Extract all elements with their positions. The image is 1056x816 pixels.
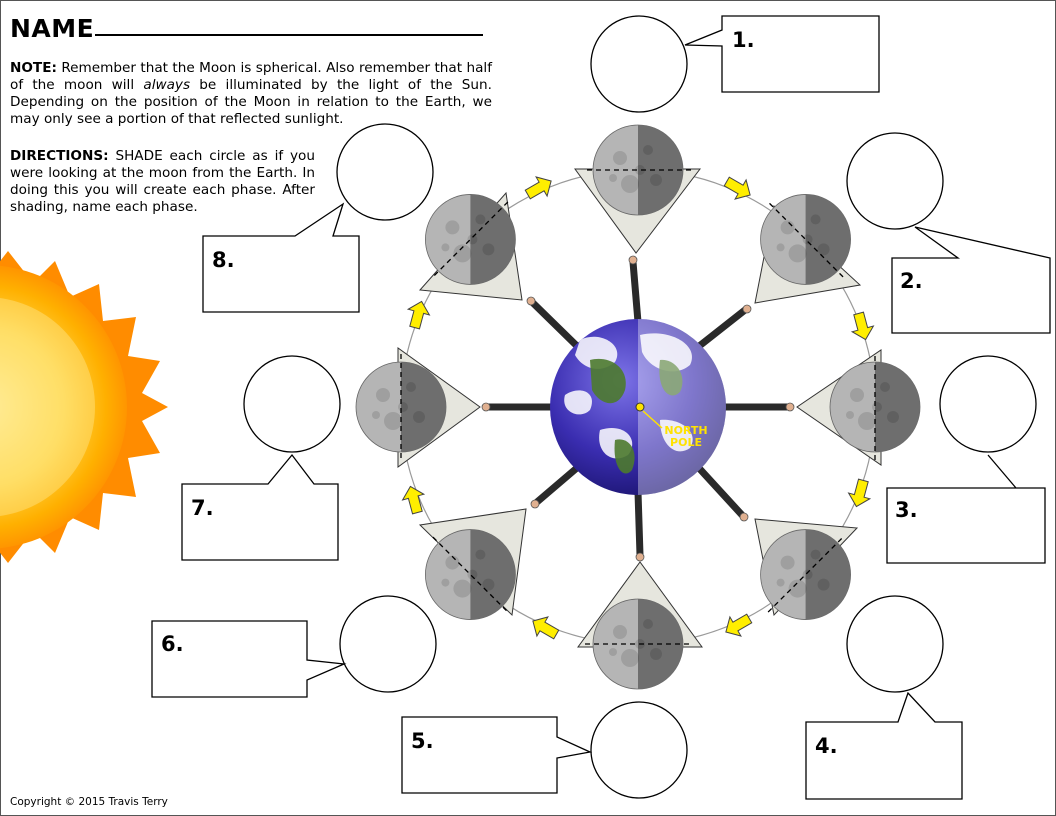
orbit-moon-7 — [355, 354, 447, 460]
answer-circle-3[interactable] — [939, 355, 1037, 453]
directions-label: DIRECTIONS: — [10, 148, 109, 164]
arrow-icon — [406, 300, 431, 330]
callout-box-1[interactable] — [684, 15, 880, 93]
north-pole-label-line2: POLE — [670, 436, 702, 449]
callout-box-3[interactable] — [886, 454, 1046, 564]
answer-circle-6[interactable] — [339, 595, 437, 693]
directions-paragraph: DIRECTIONS: SHADE each circle as if you … — [10, 148, 315, 216]
answer-circle-5[interactable] — [590, 701, 688, 799]
answer-circles — [243, 15, 1037, 799]
observers — [484, 258, 792, 559]
callout-box-8[interactable] — [202, 202, 360, 313]
callout-box-5[interactable] — [401, 716, 593, 794]
note-label: NOTE: — [10, 60, 57, 76]
sun-disk — [0, 265, 127, 549]
directions-text: SHADE each circle as if you were looking… — [10, 148, 315, 215]
orbit-moon-5 — [585, 598, 691, 690]
callout-number-4: 4. — [815, 734, 838, 758]
answer-circle-7[interactable] — [243, 355, 341, 453]
answer-circle-8[interactable] — [336, 123, 434, 221]
callout-box-4[interactable] — [805, 691, 963, 800]
orbit-moon-4 — [760, 529, 851, 620]
callout-numbers: 1. 2. 3. 4. 5. 6. 7. 8. — [161, 28, 923, 758]
callout-number-8: 8. — [212, 248, 235, 272]
callout-boxes — [151, 15, 1051, 800]
arrow-icon — [723, 176, 751, 200]
arrow-icon — [401, 485, 426, 515]
callout-number-5: 5. — [411, 729, 434, 753]
arrow-icon — [847, 478, 872, 508]
name-label: NAME — [10, 14, 95, 43]
callout-box-7[interactable] — [181, 453, 339, 561]
north-pole-label-line1: NORTH — [664, 424, 707, 437]
note-text-2: be illuminated by the light of the Sun. … — [10, 77, 492, 127]
note-emphasis: always — [143, 77, 191, 93]
orbit-moon-1 — [585, 124, 691, 216]
name-input-line[interactable] — [95, 34, 483, 36]
arrow-icon — [850, 311, 875, 341]
callout-box-6[interactable] — [151, 620, 347, 698]
callout-number-6: 6. — [161, 632, 184, 656]
arrow-icon — [725, 613, 753, 637]
orbit-moon-2 — [760, 194, 851, 285]
note-text-1: Remember that the Moon is spherical. Als… — [10, 60, 492, 93]
orbit-moon-8 — [425, 194, 516, 285]
arrow-icon — [532, 616, 560, 640]
orbit-moon-3 — [829, 354, 921, 460]
sun — [0, 251, 168, 563]
answer-circle-2[interactable] — [846, 132, 944, 230]
callout-number-7: 7. — [191, 496, 214, 520]
orbit-moons — [355, 124, 921, 690]
callout-box-2[interactable] — [891, 226, 1051, 334]
answer-circle-4[interactable] — [846, 595, 944, 693]
orbit-arrows — [401, 176, 875, 640]
name-header: NAME — [10, 14, 495, 43]
callout-number-2: 2. — [900, 269, 923, 293]
orbit-moon-6 — [425, 529, 516, 620]
callout-number-1: 1. — [732, 28, 755, 52]
note-paragraph: NOTE: Remember that the Moon is spherica… — [10, 60, 492, 128]
answer-circle-1[interactable] — [590, 15, 688, 113]
earth: NORTH POLE — [550, 319, 726, 495]
copyright: Copyright © 2015 Travis Terry — [10, 796, 168, 808]
arrow-icon — [524, 176, 552, 200]
callout-number-3: 3. — [895, 498, 918, 522]
